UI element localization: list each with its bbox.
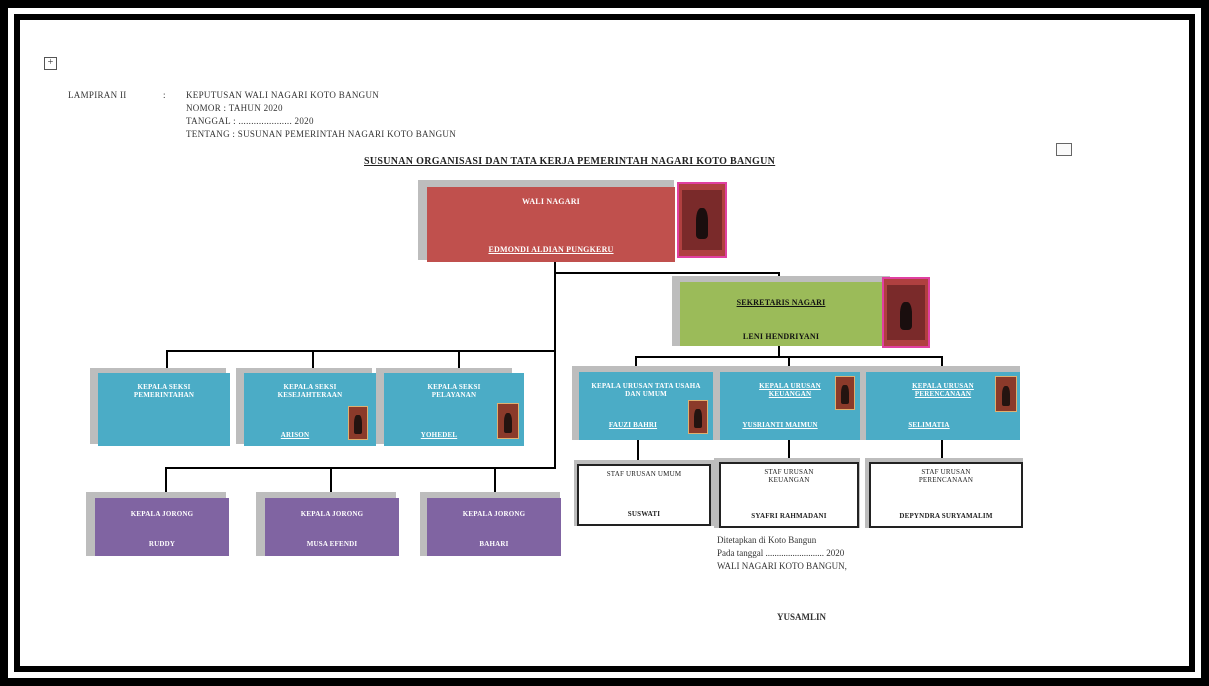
signature-role: WALI NAGARI KOTO BANGUN, [717,561,847,571]
tentang-line: TENTANG : SUSUNAN PEMERINTAH NAGARI KOTO… [186,129,456,139]
lampiran-colon: : [163,90,166,100]
kaur-tu-title: KEPALA URUSAN TATA USAHA DAN UMUM [591,382,701,398]
staf-perencanaan-box: STAF URUSAN PERENCANAAN DEPYNDRA SURYAMA… [869,462,1023,528]
connector-line [788,440,790,462]
connector-line [330,467,332,501]
kaur-perencanaan-title: KEPALA URUSAN PERENCANAAN [912,382,974,398]
kasi-pelayanan-name: YOHEDEL [420,431,458,439]
kepala-jorong-2-name: MUSA EFENDI [306,540,358,548]
comment-icon[interactable] [1056,143,1072,156]
kaur-keuangan-name: YUSRIANTI MAIMUN [742,421,818,429]
kepala-jorong-2-box: KEPALA JORONG MUSA EFENDI [265,498,399,556]
keputusan-line: KEPUTUSAN WALI NAGARI KOTO BANGUN [186,90,380,100]
connector-line [778,345,780,357]
kasi-pelayanan-title: KEPALA SEKSI PELAYANAN [427,383,481,399]
document-page: + LAMPIRAN II : KEPUTUSAN WALI NAGARI KO… [20,20,1189,666]
sekretaris-nagari-box: SEKRETARIS NAGARI LENI HENDRIYANI [680,282,882,346]
connector-line [458,350,460,372]
kepala-jorong-1-name: RUDDY [148,540,176,548]
staf-perencanaan-title: STAF URUSAN PERENCANAAN [918,468,974,484]
lampiran-label: LAMPIRAN II [68,90,127,100]
connector-line [166,350,556,352]
kasi-kesejahteraan-title: KEPALA SEKSI KESEJAHTERAAN [277,383,343,399]
staf-keuangan-name: SYAFRI RAHMADANI [751,512,827,520]
kepala-jorong-3-title: KEPALA JORONG [462,510,526,518]
staf-umum-name: SUSWATI [627,510,661,518]
signature-place: Ditetapkan di Koto Bangun [717,535,817,545]
connector-line [494,467,496,501]
kaur-keuangan-title: KEPALA URUSAN KEUANGAN [759,382,821,398]
kaur-perencanaan-photo [995,376,1017,412]
kasi-pemerintahan-box: KEPALA SEKSI PEMERINTAHAN [98,373,230,446]
sekretaris-nagari-name: LENI HENDRIYANI [742,332,820,341]
kaur-perencanaan-name: SELIMATIA [908,421,950,429]
kasi-kesejahteraan-name: ARISON [280,431,310,439]
tanggal-line: TANGGAL : ..................... 2020 [186,116,314,126]
kaur-perencanaan-box: KEPALA URUSAN PERENCANAAN SELIMATIA [866,372,1020,440]
kaur-tu-photo [688,400,708,434]
connector-line [637,440,639,462]
signature-date: Pada tanggal .......................... … [717,548,845,558]
staf-keuangan-box: STAF URUSAN KEUANGAN SYAFRI RAHMADANI [719,462,859,528]
kepala-jorong-3-name: BAHARI [479,540,509,548]
connector-line [554,260,556,468]
connector-line [635,356,637,372]
connector-line [788,356,790,372]
connector-line [165,467,167,501]
kasi-pelayanan-photo [497,403,519,439]
move-icon[interactable]: + [44,57,57,70]
connector-line [166,350,168,372]
kepala-jorong-3-box: KEPALA JORONG BAHARI [427,498,561,556]
kasi-pemerintahan-title: KEPALA SEKSI PEMERINTAHAN [133,383,195,399]
nomor-line: NOMOR : TAHUN 2020 [186,103,283,113]
connector-line [941,440,943,462]
kepala-jorong-1-box: KEPALA JORONG RUDDY [95,498,229,556]
staf-perencanaan-name: DEPYNDRA SURYAMALIM [899,512,993,520]
signature-name: YUSAMLIN [777,612,827,622]
connector-line [941,356,943,372]
connector-line [554,272,778,274]
wali-nagari-box: WALI NAGARI EDMONDI ALDIAN PUNGKERU [427,187,675,262]
kaur-keuangan-photo [835,376,855,410]
kasi-kesejahteraan-photo [348,406,368,440]
sekretaris-nagari-photo [882,277,930,348]
wali-nagari-name: EDMONDI ALDIAN PUNGKERU [488,245,614,254]
kepala-jorong-1-title: KEPALA JORONG [130,510,194,518]
staf-umum-box: STAF URUSAN UMUM SUSWATI [577,464,711,526]
sekretaris-nagari-title: SEKRETARIS NAGARI [736,298,826,307]
staf-keuangan-title: STAF URUSAN KEUANGAN [764,468,814,484]
wali-nagari-photo [677,182,727,258]
kepala-jorong-2-title: KEPALA JORONG [300,510,364,518]
staf-umum-title: STAF URUSAN UMUM [606,470,682,478]
page-title: SUSUNAN ORGANISASI DAN TATA KERJA PEMERI… [364,156,776,167]
connector-line [312,350,314,372]
kaur-tu-name: FAUZI BAHRI [608,421,658,429]
connector-line [165,467,556,469]
wali-nagari-title: WALI NAGARI [522,197,580,206]
